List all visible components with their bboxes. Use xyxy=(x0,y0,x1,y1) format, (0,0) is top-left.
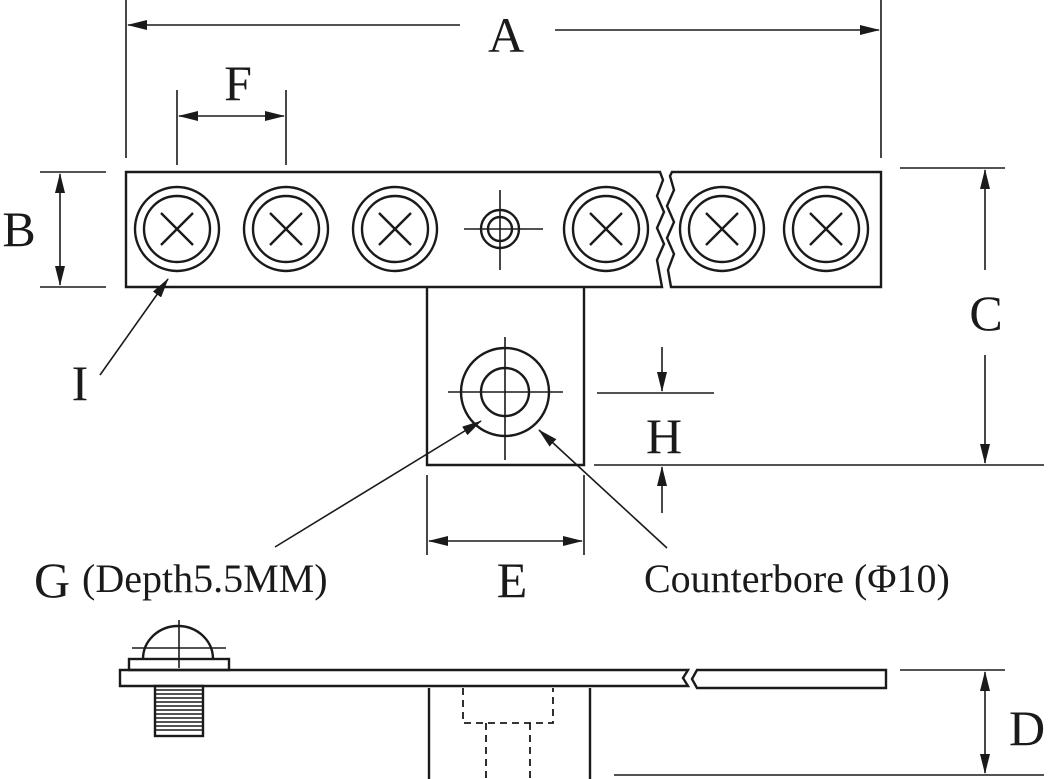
screw-6 xyxy=(782,185,870,273)
dimension-c: C xyxy=(594,167,1044,466)
leader-g: G (Depth5.5MM) xyxy=(34,420,482,608)
leader-i: I xyxy=(72,278,169,411)
leader-counterbore: Counterbore (Φ10) xyxy=(538,429,950,601)
dimension-b: B xyxy=(2,171,106,288)
screw-4 xyxy=(562,185,650,273)
terminal-screws xyxy=(133,185,870,273)
note-counterbore: Counterbore (Φ10) xyxy=(644,556,950,601)
note-g-depth: (Depth5.5MM) xyxy=(82,556,328,601)
screw-5 xyxy=(678,185,766,273)
label-a: A xyxy=(488,7,524,63)
terminal-bar-top-view xyxy=(124,170,883,289)
label-b: B xyxy=(2,201,35,257)
center-mounting-hole xyxy=(464,190,543,270)
screw-3 xyxy=(351,185,439,273)
label-c: C xyxy=(969,285,1002,341)
screw-1 xyxy=(133,185,221,273)
dimension-d: D xyxy=(614,669,1045,776)
side-view xyxy=(118,620,888,779)
label-d: D xyxy=(1009,700,1045,756)
screw-2 xyxy=(242,185,330,273)
dimension-f: F xyxy=(176,55,287,165)
label-i: I xyxy=(72,355,89,411)
dimension-e: E xyxy=(426,475,585,608)
dimension-h: H xyxy=(597,347,714,513)
dimension-a: A xyxy=(125,0,882,158)
label-e: E xyxy=(497,552,528,608)
stem-top-view xyxy=(425,287,586,467)
label-h: H xyxy=(646,408,682,464)
thread-lines xyxy=(155,689,203,731)
label-f: F xyxy=(224,55,252,111)
label-g: G xyxy=(34,552,70,608)
